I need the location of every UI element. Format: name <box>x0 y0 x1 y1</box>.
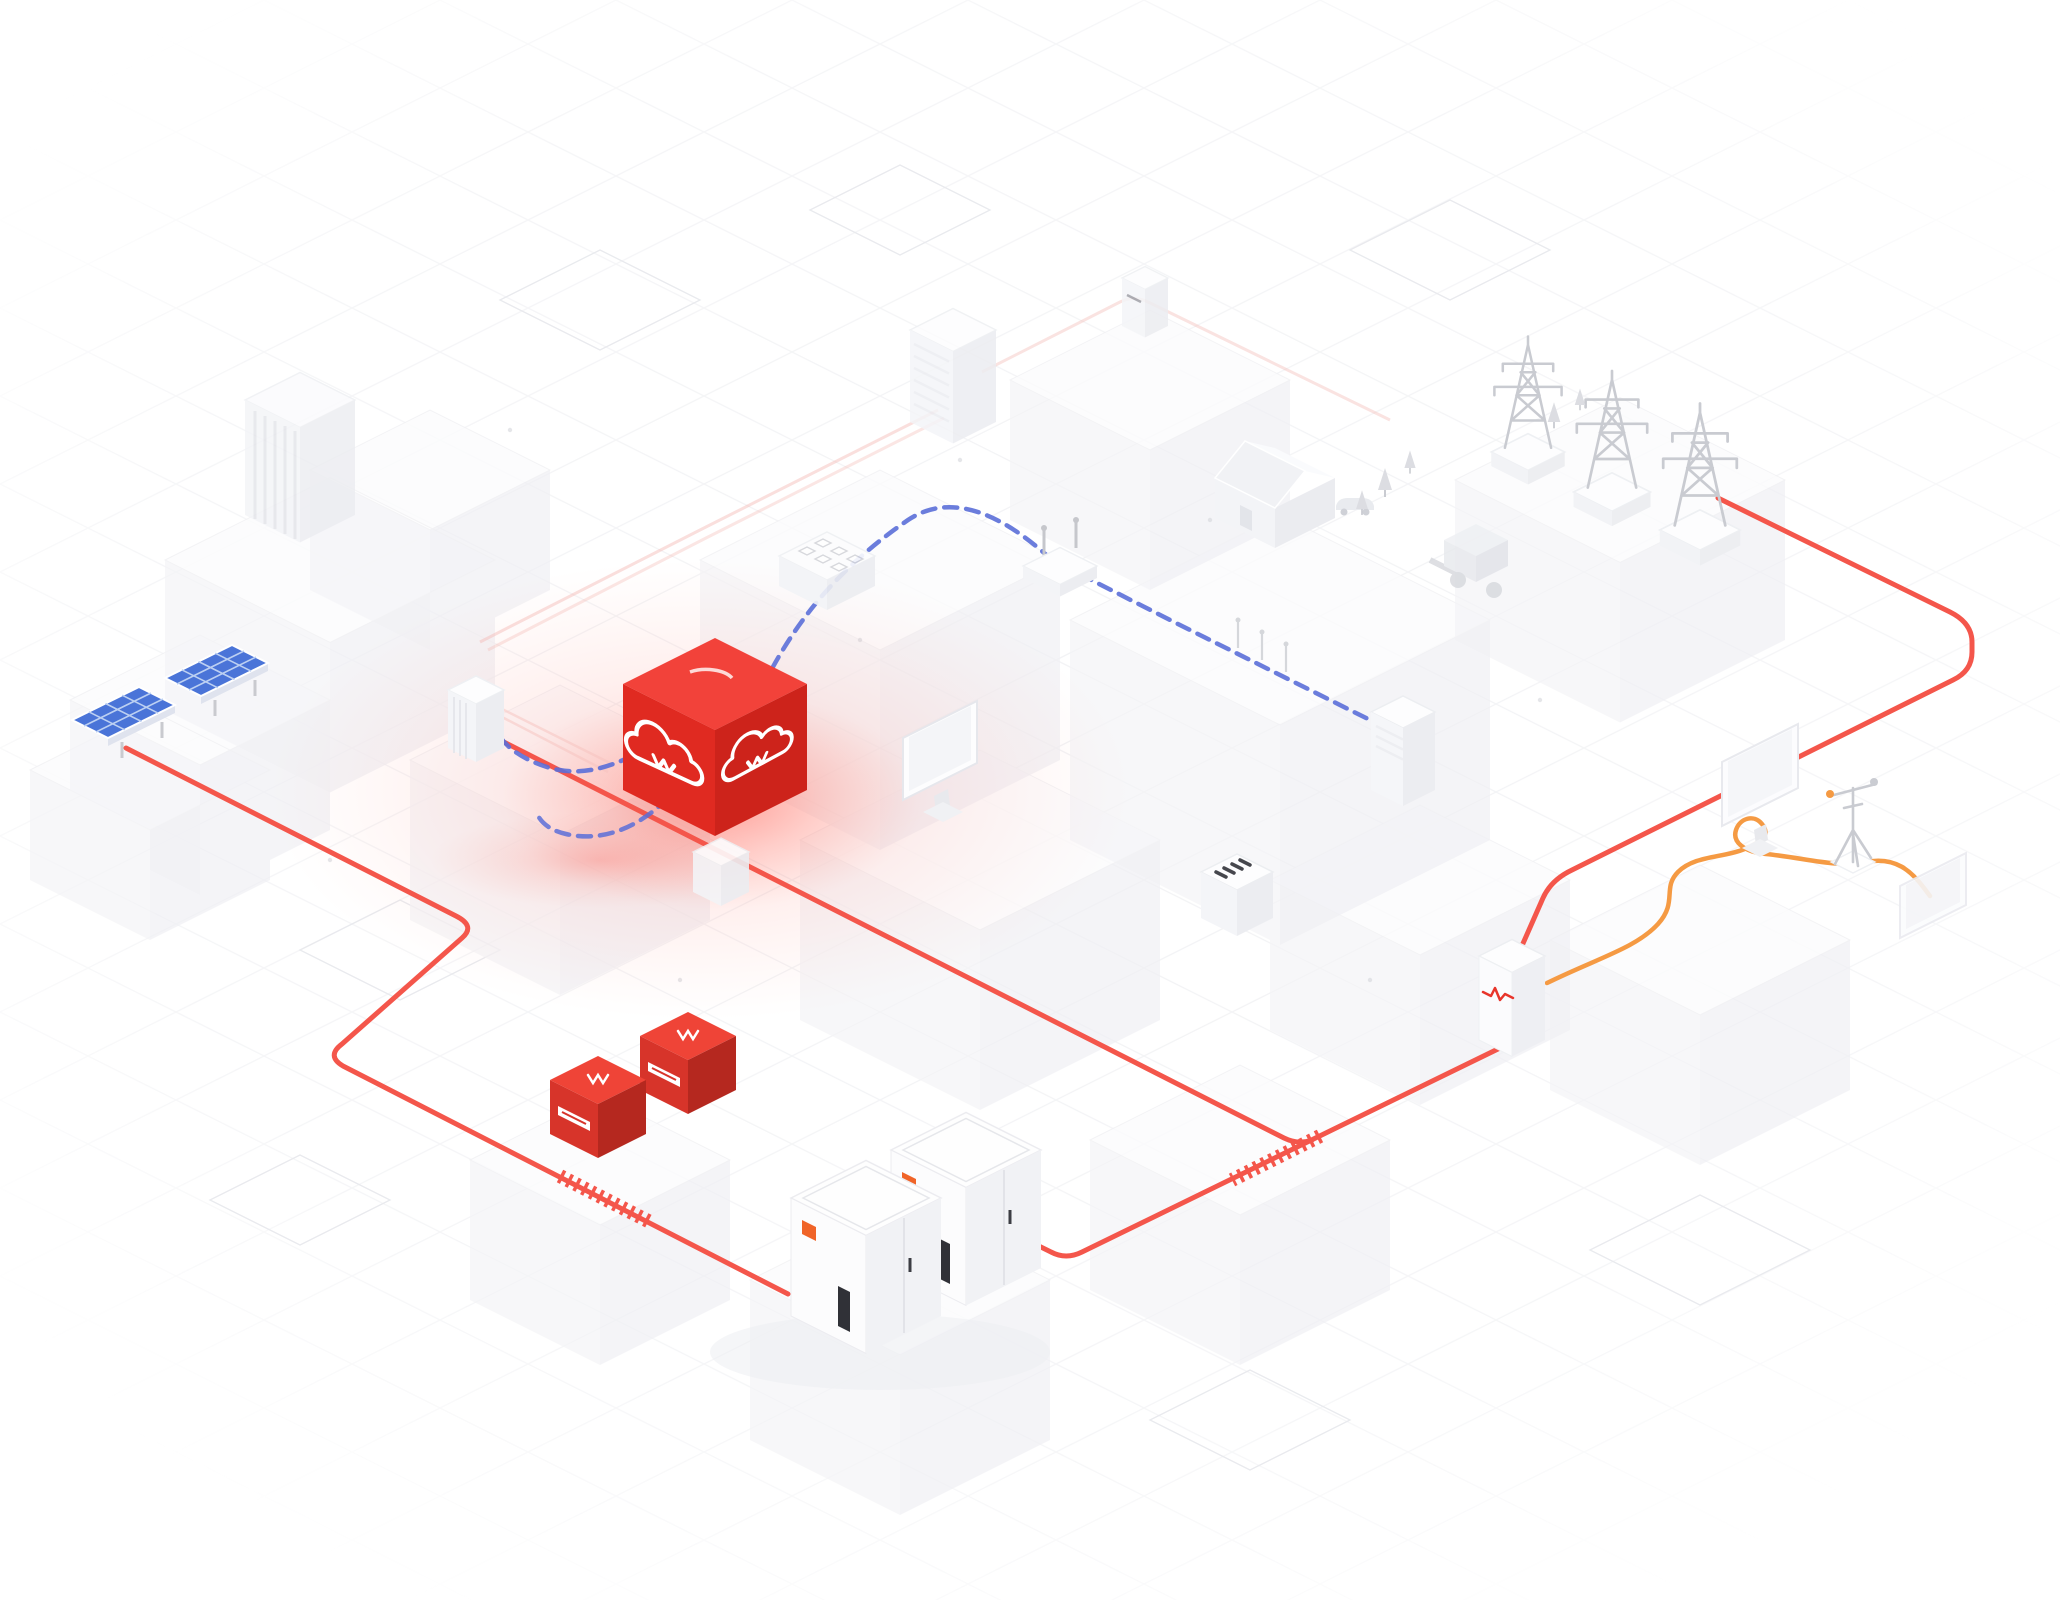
antenna-tip-icon <box>1041 525 1047 531</box>
smart-meter <box>1120 265 1170 338</box>
grid-dot <box>1207 517 1213 523</box>
car-body <box>1336 498 1374 510</box>
energy-storage-1 <box>789 1159 943 1355</box>
battery-cabinet <box>1369 695 1437 806</box>
harvester-wheel-icon <box>1450 572 1466 588</box>
sensor-head-icon <box>1259 629 1265 635</box>
antenna-tip-icon <box>1073 517 1079 523</box>
battery-cabinet-left <box>1371 712 1403 806</box>
power-distribution-cabinet <box>446 675 506 762</box>
car-wheel-icon <box>1362 508 1370 516</box>
sensor-gray-icon <box>1870 778 1878 786</box>
battery-unit-left <box>1478 955 1513 1058</box>
office-building <box>243 371 357 543</box>
sensor-orange-icon <box>1826 790 1834 798</box>
grid-dot <box>1537 697 1543 703</box>
grid-dot <box>957 457 963 463</box>
harvester-wheel-icon <box>1486 582 1502 598</box>
car-wheel-icon <box>1340 508 1348 516</box>
junction-box <box>691 837 751 906</box>
sensor-head-icon <box>1235 617 1241 623</box>
sensor-head-icon <box>1283 641 1289 647</box>
battery-unit-right <box>1512 956 1545 1057</box>
vent-slot <box>838 1286 850 1332</box>
grid-dot <box>1367 977 1373 983</box>
server-cabinet <box>908 307 998 444</box>
grid-dot <box>507 427 513 433</box>
battery-unit <box>1477 938 1547 1058</box>
battery-cabinet-right <box>1403 712 1435 806</box>
